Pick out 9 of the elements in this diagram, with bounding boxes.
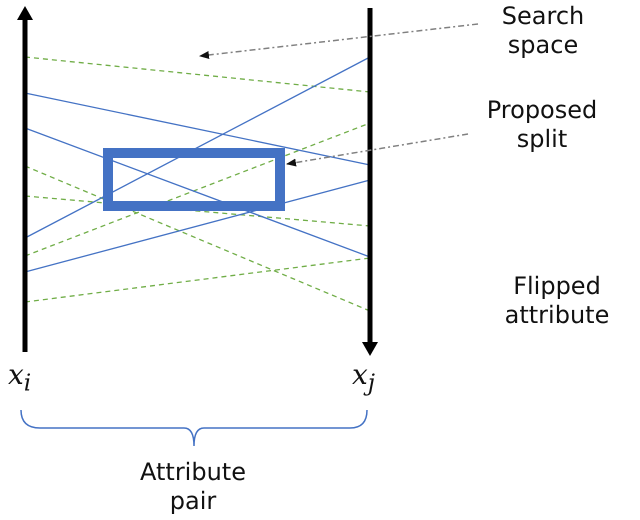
brace-label: Attribute pair <box>139 458 247 516</box>
annotation-text: Flipped attribute <box>504 272 610 330</box>
leader-line <box>286 133 468 166</box>
leader-line <box>199 23 478 59</box>
split-rectangle <box>103 148 285 211</box>
axis-label: x$_{j}$ <box>352 358 376 397</box>
annotation-text: Proposed split <box>462 96 622 154</box>
annotation-text: Search space <box>468 2 618 60</box>
axis-label: x$_{i}$ <box>8 358 32 397</box>
